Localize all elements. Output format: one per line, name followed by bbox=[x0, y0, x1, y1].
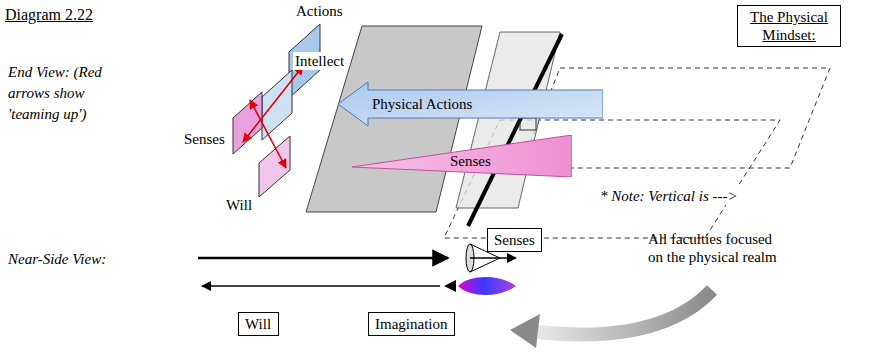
focus-curve bbox=[538, 290, 712, 334]
senses-flow bbox=[198, 257, 448, 260]
faculty-box: Imagination bbox=[368, 312, 455, 336]
node-outline bbox=[338, 82, 603, 126]
part-label: Actions bbox=[296, 2, 343, 20]
node-text: Physical Actions bbox=[372, 95, 472, 113]
small-square bbox=[520, 118, 536, 130]
part-label: Senses bbox=[184, 130, 225, 148]
node-text: Senses bbox=[494, 231, 535, 249]
diagram-title: Diagram 2.22 bbox=[5, 6, 93, 24]
lens-arrow bbox=[470, 257, 516, 259]
note-text: * Note: Vertical is ---> bbox=[598, 187, 740, 205]
node-text: The Physical Mindset: bbox=[744, 8, 834, 44]
action-arrow: Physical Actions bbox=[338, 82, 603, 126]
node-text: Imagination bbox=[375, 315, 448, 333]
node-text: Senses bbox=[450, 152, 491, 170]
physical-plane bbox=[456, 32, 560, 208]
faculty-box: Will bbox=[238, 312, 279, 336]
view-label: Near-Side View: bbox=[8, 250, 106, 268]
part-label: Intellect bbox=[293, 52, 346, 70]
physical-realm-line bbox=[468, 34, 562, 226]
title-box: The Physical Mindset: bbox=[737, 5, 841, 47]
focus-head bbox=[510, 314, 540, 348]
imagination-drop bbox=[458, 277, 516, 295]
faculty-box: Senses bbox=[487, 228, 542, 252]
part-label: Will bbox=[226, 196, 252, 214]
node-outline bbox=[352, 135, 572, 177]
drop-head bbox=[444, 280, 456, 292]
will-flow bbox=[202, 285, 440, 287]
teaming-arrow bbox=[250, 100, 286, 168]
senses-wedge: Senses bbox=[352, 135, 572, 177]
node-text: Will bbox=[245, 315, 272, 333]
view-note: End View: (Red arrows show 'teaming up') bbox=[8, 62, 120, 125]
callout-text: All faculties focused on the physical re… bbox=[648, 230, 790, 266]
